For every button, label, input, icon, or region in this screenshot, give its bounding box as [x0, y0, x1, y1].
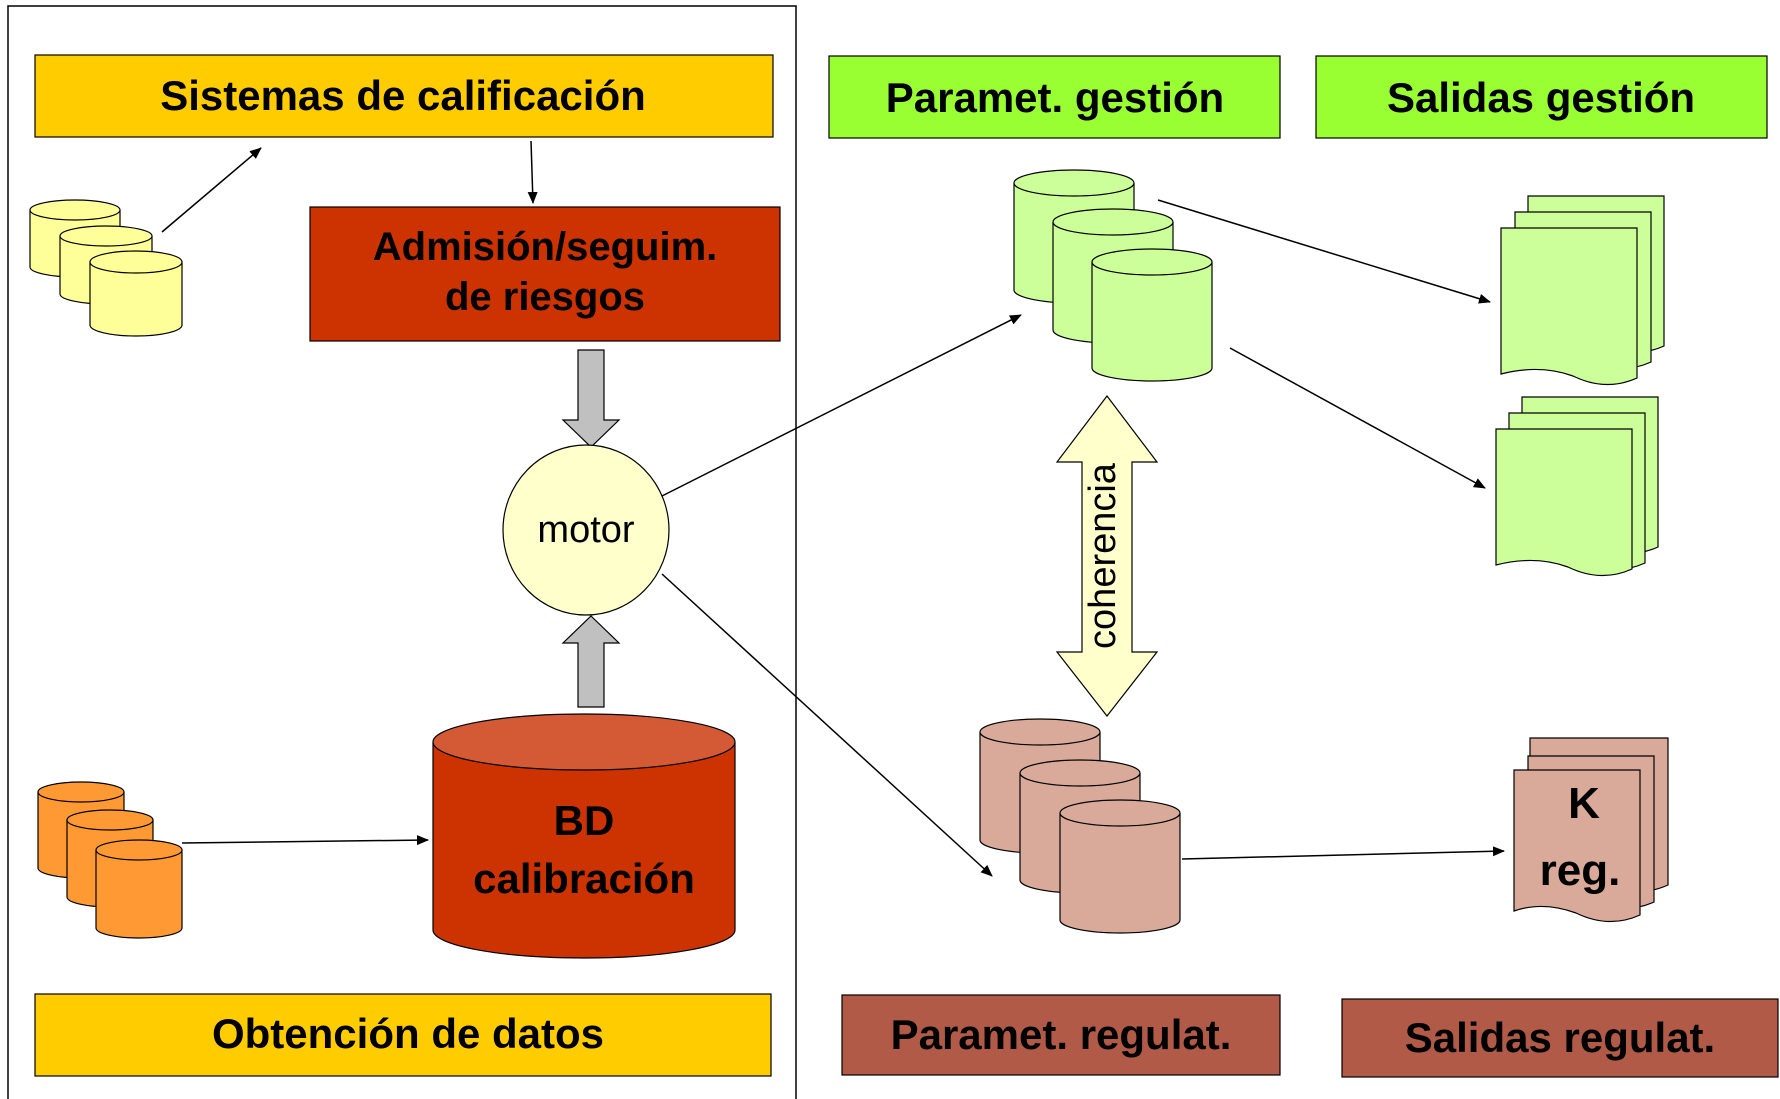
bd-label-line2: calibración — [473, 855, 695, 902]
obtencion-datos-label: Obtención de datos — [212, 1010, 604, 1057]
arrow-brown-db-to-kreg — [1181, 846, 1505, 860]
arrow-green-db-to-doc2 — [1229, 347, 1486, 489]
bd-calibracion-database: BD calibración — [432, 713, 736, 959]
coherencia-double-arrow: coherencia — [1055, 395, 1159, 717]
coherencia-label: coherencia — [1082, 462, 1124, 649]
salidas-gestion-label: Salidas gestión — [1387, 74, 1695, 121]
green-document-stack-2 — [1495, 396, 1659, 577]
data-panel-frame — [7, 5, 797, 1099]
document-icon — [1495, 428, 1633, 577]
green-database-stack — [1013, 169, 1213, 382]
arrow-green-db-to-doc1 — [1157, 199, 1491, 304]
admision-label-line1: Admisión/seguim. — [373, 225, 718, 269]
k-reg-document-stack: K reg. — [1513, 737, 1669, 923]
database-icon — [95, 839, 183, 939]
param-regulat-box: Paramet. regulat. — [841, 994, 1281, 1076]
down-block-arrow — [561, 349, 621, 448]
pale-yellow-database-stack — [29, 199, 183, 337]
k-label-line1: K — [1568, 779, 1600, 828]
admision-label-line2: de riesgos — [445, 275, 645, 319]
brown-database-stack — [979, 718, 1181, 934]
bd-label-line1: BD — [554, 797, 615, 844]
salidas-regulat-box: Salidas regulat. — [1341, 998, 1779, 1078]
sistemas-calificacion-label: Sistemas de calificación — [160, 72, 646, 119]
database-icon — [89, 250, 183, 337]
salidas-regulat-label: Salidas regulat. — [1405, 1014, 1715, 1061]
k-label-line2: reg. — [1540, 846, 1621, 895]
database-icon — [1059, 799, 1181, 934]
obtencion-datos-box: Obtención de datos — [34, 993, 772, 1077]
arrow-calificacion-to-admision — [527, 140, 538, 204]
salidas-gestion-box: Salidas gestión — [1315, 55, 1768, 139]
motor-label: motor — [537, 509, 634, 551]
up-block-arrow — [561, 615, 621, 708]
param-gestion-label: Paramet. gestión — [886, 74, 1224, 121]
arrow-db-to-calificacion — [161, 147, 262, 233]
admision-box: Admisión/seguim. de riesgos — [309, 206, 781, 342]
motor-node: motor — [502, 444, 670, 616]
document-icon — [1500, 227, 1638, 386]
arrow-motor-to-green-db — [661, 314, 1022, 497]
param-regulat-label: Paramet. regulat. — [891, 1011, 1232, 1058]
orange-database-stack — [37, 781, 183, 939]
arrow-orange-db-to-bd — [181, 835, 429, 846]
sistemas-calificacion-box: Sistemas de calificación — [34, 54, 774, 138]
green-document-stack-1 — [1500, 195, 1665, 386]
param-gestion-box: Paramet. gestión — [828, 55, 1281, 139]
database-icon — [1091, 248, 1213, 382]
document-icon — [1513, 769, 1641, 923]
arrow-motor-to-brown-db — [661, 573, 993, 877]
